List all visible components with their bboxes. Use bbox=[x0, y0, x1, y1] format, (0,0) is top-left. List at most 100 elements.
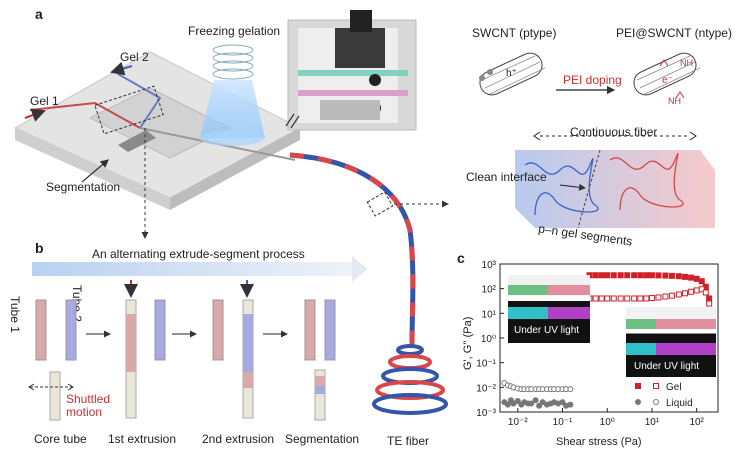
y-tick-label: 10³ bbox=[482, 260, 497, 271]
y-tick-label: 10² bbox=[482, 285, 497, 296]
data-point-liquid-storage bbox=[504, 401, 511, 408]
data-point-gel-loss bbox=[682, 290, 689, 297]
x-tick-label: 10⁻¹ bbox=[553, 417, 573, 428]
y-tick-label: 10⁻¹ bbox=[476, 359, 496, 370]
x-tick-label: 10⁰ bbox=[600, 417, 615, 428]
data-point-gel-loss bbox=[637, 295, 644, 302]
y-tick-label: 10⁰ bbox=[481, 334, 496, 345]
data-point-gel-loss bbox=[675, 291, 682, 298]
legend-marker bbox=[635, 383, 641, 389]
clean-interface-label: Clean interface bbox=[466, 170, 547, 184]
data-point-gel-loss bbox=[604, 295, 611, 302]
inset-label-right: Under UV light bbox=[634, 361, 700, 372]
data-point-gel-loss bbox=[706, 300, 713, 307]
pei-swcnt-label: PEI@SWCNT (ntype) bbox=[616, 26, 732, 40]
data-point-gel-loss bbox=[655, 294, 662, 301]
y-tick-label: 10⁻² bbox=[476, 383, 496, 394]
data-point-gel-loss bbox=[688, 288, 695, 295]
data-point-gel-storage bbox=[655, 272, 662, 279]
data-point-gel-loss bbox=[617, 295, 624, 302]
data-point-gel-loss bbox=[668, 292, 675, 299]
data-point-liquid-storage bbox=[539, 399, 546, 406]
step-first-extrusion: 1st extrusion bbox=[108, 432, 177, 446]
data-point-gel-storage bbox=[637, 272, 644, 279]
data-point-liquid-loss bbox=[567, 386, 574, 393]
inset-label-left: Under UV light bbox=[514, 325, 580, 336]
legend-liquid: Liquid bbox=[666, 398, 693, 409]
y-tick-label: 10¹ bbox=[482, 309, 497, 320]
x-tick-label: 10⁻² bbox=[508, 417, 528, 428]
data-point-gel-loss bbox=[643, 295, 650, 302]
process-arrow-head bbox=[352, 256, 368, 282]
data-point-liquid-storage bbox=[514, 397, 521, 404]
data-point-gel-storage bbox=[648, 272, 655, 279]
x-tick-label: 10¹ bbox=[645, 417, 660, 428]
y-tick-label: 10⁻³ bbox=[476, 408, 496, 419]
data-point-gel-loss bbox=[702, 289, 709, 296]
shuttled-motion-label: Shuttled motion bbox=[66, 392, 111, 419]
data-point-gel-storage bbox=[693, 275, 700, 282]
data-point-gel-loss bbox=[624, 295, 631, 302]
step-second-extrusion: 2nd extrusion bbox=[202, 432, 275, 446]
data-point-gel-loss bbox=[662, 293, 669, 300]
legend-marker bbox=[653, 399, 659, 405]
data-point-gel-storage bbox=[662, 272, 669, 279]
inset-photo-right: Under UV light bbox=[626, 307, 716, 377]
data-point-gel-storage bbox=[643, 272, 650, 279]
gel2-label: Gel 2 bbox=[120, 50, 149, 64]
data-point-liquid-storage bbox=[528, 400, 535, 407]
x-tick-label: 10² bbox=[689, 417, 704, 428]
data-point-gel-storage bbox=[675, 273, 682, 280]
panel-c-label: c bbox=[457, 250, 465, 266]
data-point-liquid-storage bbox=[567, 401, 574, 408]
data-point-gel-loss bbox=[648, 294, 655, 301]
swcnt-label: SWCNT (ptype) bbox=[472, 26, 557, 40]
freezing-gelation-label: Freezing gelation bbox=[188, 24, 281, 38]
nh-label-bottom: NH bbox=[668, 96, 681, 106]
panel-a-label: a bbox=[35, 6, 43, 22]
process-title: An alternating extrude-segment process bbox=[92, 247, 305, 261]
data-point-gel-storage bbox=[624, 272, 631, 279]
data-point-gel-loss bbox=[592, 295, 599, 302]
x-axis-label: Shear stress (Pa) bbox=[556, 436, 642, 448]
panel-b-label: b bbox=[35, 240, 44, 256]
data-point-gel-storage bbox=[617, 272, 624, 279]
data-point-gel-loss bbox=[598, 295, 605, 302]
process-gradient-bar bbox=[32, 262, 352, 276]
data-point-gel-storage bbox=[592, 272, 599, 279]
te-fiber bbox=[289, 152, 448, 415]
legend-gel: Gel bbox=[666, 382, 682, 393]
data-point-gel-storage bbox=[668, 272, 675, 279]
data-point-gel-storage bbox=[688, 274, 695, 281]
legend-marker bbox=[653, 383, 659, 389]
continuous-fiber-label: Continuous fiber bbox=[570, 125, 658, 139]
data-point-gel-loss bbox=[610, 295, 617, 302]
data-point-gel-loss bbox=[693, 287, 700, 294]
data-point-liquid-storage bbox=[510, 400, 517, 407]
step-segmentation: Segmentation bbox=[285, 432, 360, 446]
data-point-gel-storage bbox=[604, 272, 611, 279]
legend-marker bbox=[635, 399, 641, 405]
continuous-fiber-block bbox=[515, 131, 715, 229]
data-point-gel-storage bbox=[698, 278, 705, 285]
data-point-gel-storage bbox=[610, 272, 617, 279]
step-core-tube: Core tube bbox=[34, 432, 87, 446]
data-point-liquid-storage bbox=[532, 397, 539, 404]
microfluidic-chip bbox=[13, 51, 302, 210]
data-point-gel-storage bbox=[682, 273, 689, 280]
te-fiber-label: TE fiber bbox=[387, 434, 430, 448]
swcnt-tube bbox=[479, 52, 546, 96]
nh-label-top: NH bbox=[680, 58, 693, 68]
freezing-beam bbox=[200, 44, 265, 146]
e-minus-label: e⁻ bbox=[662, 75, 673, 86]
data-point-gel-storage bbox=[706, 295, 713, 302]
pei-doping-label: PEI doping bbox=[563, 73, 622, 87]
device-photo bbox=[287, 10, 417, 131]
pei-swcnt-tube bbox=[633, 52, 701, 99]
h-plus-label: h⁺ bbox=[506, 68, 517, 79]
data-point-gel-loss bbox=[698, 286, 705, 293]
segmentation-label: Segmentation bbox=[46, 180, 121, 194]
